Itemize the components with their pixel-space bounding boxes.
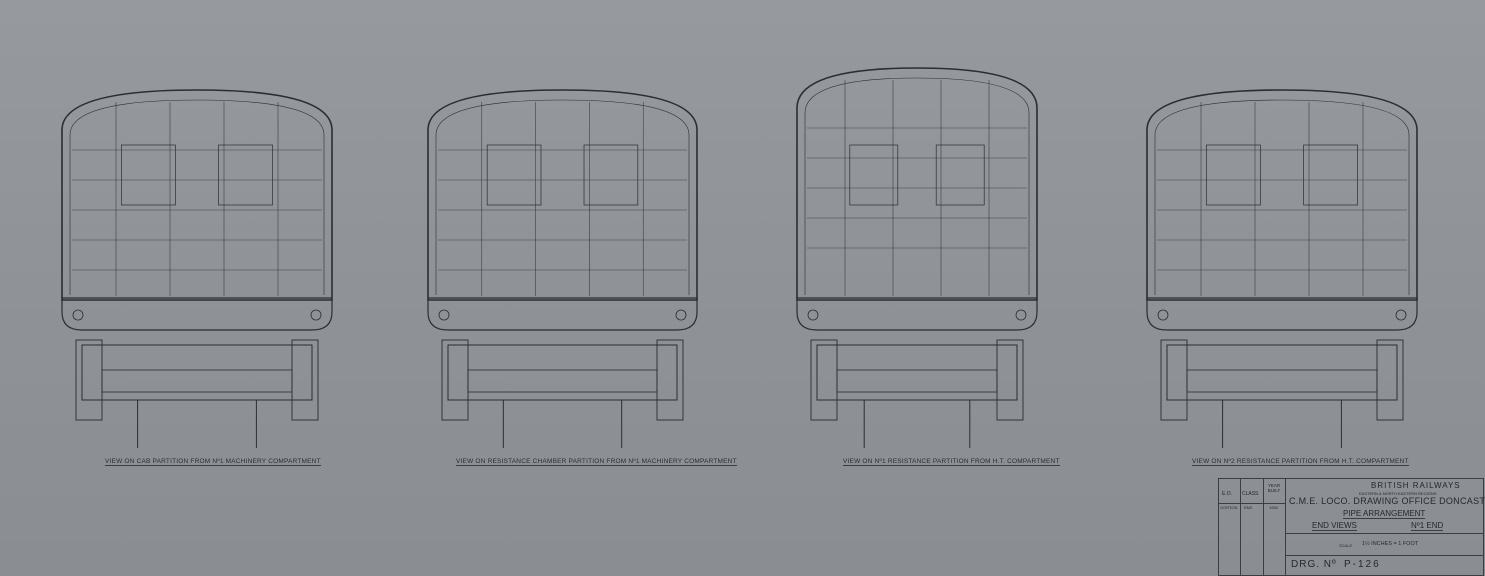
view-2-buffer — [675, 309, 687, 321]
eo-value: GORTON — [1220, 505, 1238, 510]
view-2-panel — [583, 144, 639, 206]
view-1-buffer — [310, 309, 322, 321]
view-4-body-outline — [1146, 89, 1418, 301]
subtitle-no1-end: Nº1 END — [1411, 521, 1444, 531]
view-4-panel — [1303, 144, 1358, 206]
view-1-axle-housing — [101, 369, 293, 393]
view-1-inner-outline — [69, 99, 325, 295]
view-3-axle-housing — [836, 369, 998, 393]
view-3-inner-outline — [804, 77, 1030, 295]
drawing-title: PIPE ARRANGEMENT — [1343, 509, 1426, 519]
view-2-axle-housing — [467, 369, 658, 393]
view-1-bogie-frame — [81, 344, 313, 401]
eo-header: E.O. — [1222, 491, 1233, 497]
view-4-panel — [1206, 144, 1261, 206]
view-1-buffer — [72, 309, 84, 321]
view-caption-no1-resistance: VIEW ON Nº1 RESISTANCE PARTITION FROM H.… — [843, 458, 1060, 466]
title-block: E.O. CLASS YEAR BUILT GORTON EM2 1950 BR… — [1218, 478, 1485, 576]
view-2-axlebox — [441, 339, 469, 421]
view-2-buffer — [438, 309, 450, 321]
view-2-panel — [486, 144, 542, 206]
view-4-buffer — [1395, 309, 1407, 321]
scale-value: 1½ INCHES = 1 FOOT — [1362, 541, 1419, 547]
drawing-office: C.M.E. LOCO. DRAWING OFFICE DONCASTER — [1289, 496, 1485, 506]
view-1-axlebox — [75, 339, 103, 421]
view-4-inner-outline — [1154, 99, 1410, 295]
scale-label: SCALE — [1339, 543, 1353, 548]
view-2-axlebox — [656, 339, 684, 421]
view-4-buffer — [1157, 309, 1169, 321]
view-4-axle-housing — [1186, 369, 1378, 393]
class-value: EM2 — [1244, 505, 1253, 510]
view-4-bogie-frame — [1166, 344, 1398, 401]
class-header: CLASS — [1242, 491, 1259, 497]
view-3-axlebox — [996, 339, 1024, 421]
view-3-buffer-beam — [796, 297, 1038, 331]
view-3-axlebox — [810, 339, 838, 421]
view-2-buffer-beam — [427, 297, 698, 331]
view-4-axlebox — [1376, 339, 1404, 421]
view-caption-cab-partition: VIEW ON CAB PARTITION FROM Nº1 MACHINERY… — [105, 458, 321, 466]
view-2-inner-outline — [435, 99, 690, 295]
view-3-body-outline — [796, 67, 1038, 301]
view-3-bogie-frame — [816, 344, 1018, 401]
view-3-buffer — [1015, 309, 1027, 321]
drawing-number-label: DRG. Nº — [1291, 559, 1337, 570]
view-3-buffer — [807, 309, 819, 321]
region: EASTERN & NORTH EASTERN REGIONS — [1359, 491, 1437, 496]
organisation: BRITISH RAILWAYS — [1371, 481, 1461, 490]
view-4-axlebox — [1160, 339, 1188, 421]
year-built-header: YEAR BUILT — [1267, 483, 1281, 493]
subtitle-end-views: END VIEWS — [1312, 521, 1357, 531]
view-3-panel — [935, 144, 985, 206]
year-value: 1950 — [1269, 505, 1278, 510]
view-caption-no2-resistance: VIEW ON Nº2 RESISTANCE PARTITION FROM H.… — [1192, 458, 1409, 466]
view-1-axlebox — [291, 339, 319, 421]
drawing-number: P-126 — [1344, 559, 1381, 570]
view-2-body-outline — [427, 89, 698, 301]
view-caption-resistance-chamber: VIEW ON RESISTANCE CHAMBER PARTITION FRO… — [456, 458, 737, 466]
view-2-bogie-frame — [447, 344, 678, 401]
view-1-buffer-beam — [61, 297, 333, 331]
view-3-panel — [849, 144, 899, 206]
view-1-body-outline — [61, 89, 333, 301]
view-1-panel — [218, 144, 273, 206]
view-1-panel — [121, 144, 176, 206]
view-4-buffer-beam — [1146, 297, 1418, 331]
